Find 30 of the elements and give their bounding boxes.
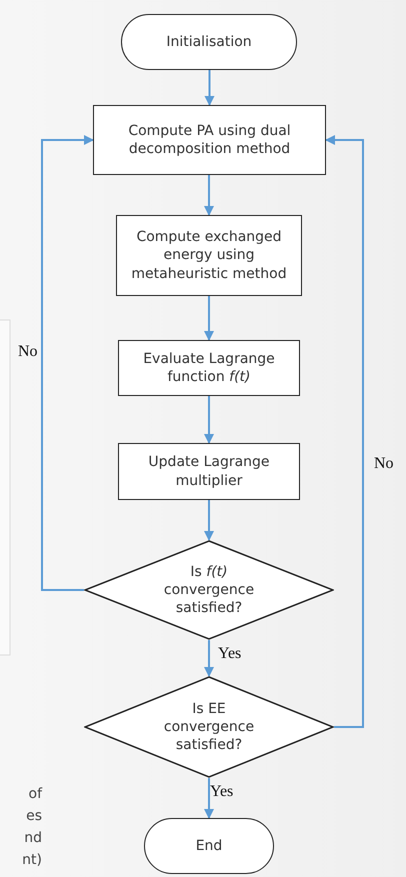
node-text: Compute exchanged energy using metaheuristic method bbox=[130, 228, 288, 283]
arrow bbox=[204, 396, 214, 444]
edge-label: Yes bbox=[218, 645, 242, 663]
node-text: Evaluate Lagrange function f(t) bbox=[142, 350, 276, 386]
node-text: Compute PA using dual decomposition method bbox=[127, 122, 292, 158]
node-text: Update Lagrange multiplier bbox=[147, 453, 271, 490]
node-text: End bbox=[194, 836, 224, 856]
arrow bbox=[204, 175, 214, 216]
node-text: Initialisation bbox=[165, 32, 253, 52]
arrow bbox=[204, 778, 214, 819]
arrow bbox=[204, 70, 214, 106]
text-fragment: es bbox=[26, 808, 42, 824]
arrow bbox=[41, 135, 94, 591]
process-box bbox=[116, 215, 302, 296]
process-box bbox=[118, 340, 300, 396]
arrow bbox=[204, 640, 214, 677]
process-box bbox=[93, 105, 326, 175]
text-fragment: nt) bbox=[22, 852, 42, 868]
arrow bbox=[325, 135, 364, 728]
edge-label: No bbox=[18, 343, 38, 361]
node-text: Is EE convergence satisfied? bbox=[162, 700, 256, 754]
terminal-shape bbox=[121, 14, 297, 70]
process-box bbox=[118, 443, 300, 500]
edge-label: Yes bbox=[210, 783, 234, 801]
arrow bbox=[204, 296, 214, 341]
node-text: Is f(t) convergence satisfied? bbox=[162, 562, 256, 618]
edge-label: No bbox=[374, 455, 394, 473]
text-fragment: of bbox=[28, 786, 42, 802]
arrow bbox=[204, 500, 214, 541]
text-fragment: nd bbox=[24, 830, 42, 846]
